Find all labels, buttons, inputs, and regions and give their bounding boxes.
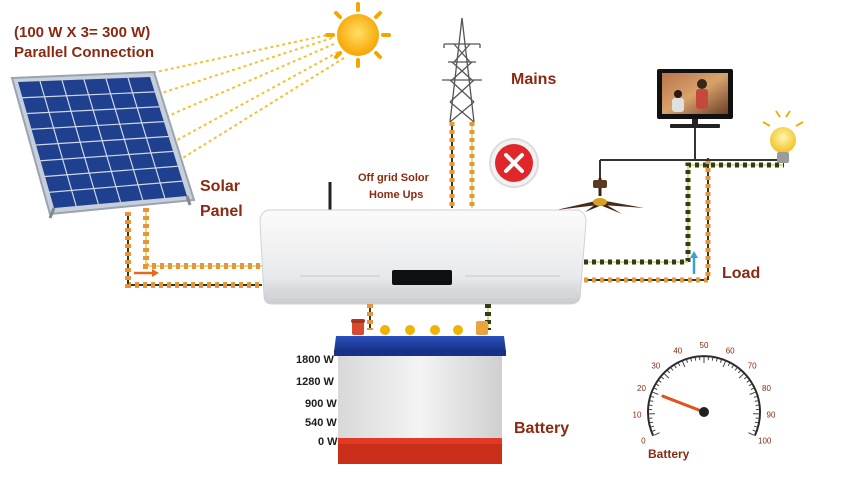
gauge-tick [656,383,660,387]
battery-scale-0: 0 W [318,436,338,448]
ups-unit [259,182,587,305]
gauge-tick [652,429,656,432]
gauge-tick [678,363,681,367]
gauge-tick-label: 100 [758,436,772,445]
solar-panel [10,70,196,219]
gauge-tick [650,400,654,402]
gauge-tick [738,370,741,374]
light-bulb-icon [762,110,804,163]
gauge-tick [651,396,655,398]
gauge-tick [667,370,670,374]
gauge-tick [743,376,747,380]
gauge-tick-label: 90 [767,410,776,419]
gauge-tick [722,361,726,368]
ceiling-fan-icon [556,178,644,214]
gauge-tick [746,380,750,383]
gauge-tick [670,367,674,371]
gauge-tick [752,429,756,432]
gauge-tick [661,376,665,380]
parallel-spec-label: (100 W X 3= 300 W) [14,24,151,41]
gauge-tick [753,425,758,428]
solar-label: Solar [200,178,241,195]
gauge-tick-label: 60 [726,346,735,355]
panel-label: Panel [200,203,243,220]
gauge-hub [699,407,709,417]
gauge-tick [719,359,722,363]
battery-scale-1800: 1800 W [296,354,334,366]
gauge-tick [749,391,756,395]
gauge-tick-label: 80 [762,384,771,393]
gauge-tick [694,357,697,361]
gauge-tick [674,365,677,369]
power-tower-icon [442,17,482,123]
gauge-tick [738,373,744,379]
battery-scale-540: 540 W [305,417,337,429]
gauge-tick-label: 40 [673,346,682,355]
load-flow-arrow-icon [690,251,698,274]
gauge-tick [715,358,718,362]
gauge-tick [711,357,714,361]
gauge-tick [753,396,757,398]
mains-label: Mains [511,71,557,88]
gauge-tick [731,365,734,369]
gauge-battery-label: Battery [648,447,690,461]
gauge-tick [664,373,670,379]
load-label: Load [722,265,761,282]
gauge-tick [734,367,738,371]
gauge-tick [682,361,686,368]
gauge-tick [686,359,689,363]
gauge-tick-label: 20 [637,384,646,393]
gauge-tick [658,380,662,383]
sun-icon [325,2,391,68]
ups-title-line1: Off grid Solor [358,172,429,184]
gauge-tick [727,363,730,367]
gauge-tick [653,432,660,436]
mains-wire [449,122,475,208]
gauge-tick [750,387,754,390]
battery-scale-1280: 1280 W [296,376,334,388]
television-icon [657,69,733,128]
gauge-tick [754,421,759,424]
parallel-connection-label: Parallel Connection [14,44,155,61]
battery-scale-900: 900 W [305,398,337,410]
solar-flow-arrow-icon [134,269,159,277]
battery-label: Battery [514,420,570,437]
gauge-tick-label: 0 [641,436,646,445]
gauge-tick [748,432,755,436]
solar-wire [125,208,262,288]
ups-title-line2: Home Ups [369,189,424,201]
gauge-tick-label: 30 [651,362,660,371]
gauge-tick [650,425,655,428]
gauge-tick [649,421,654,424]
load-wire [584,124,784,283]
gauge-tick [652,391,659,395]
close-icon [489,138,539,188]
gauge-tick [748,383,752,387]
gauge-tick [754,400,758,402]
battery-icon [334,319,506,464]
gauge-tick-label: 50 [700,341,709,350]
gauge-tick-label: 70 [748,362,757,371]
gauge-tick-label: 10 [633,410,642,419]
gauge-tick [654,387,658,390]
battery-gauge: 0 10 20 30 40 50 60 70 80 90 100 [633,341,776,445]
gauge-needle [661,394,706,414]
battery-terminals [351,319,488,335]
gauge-tick [690,358,693,362]
